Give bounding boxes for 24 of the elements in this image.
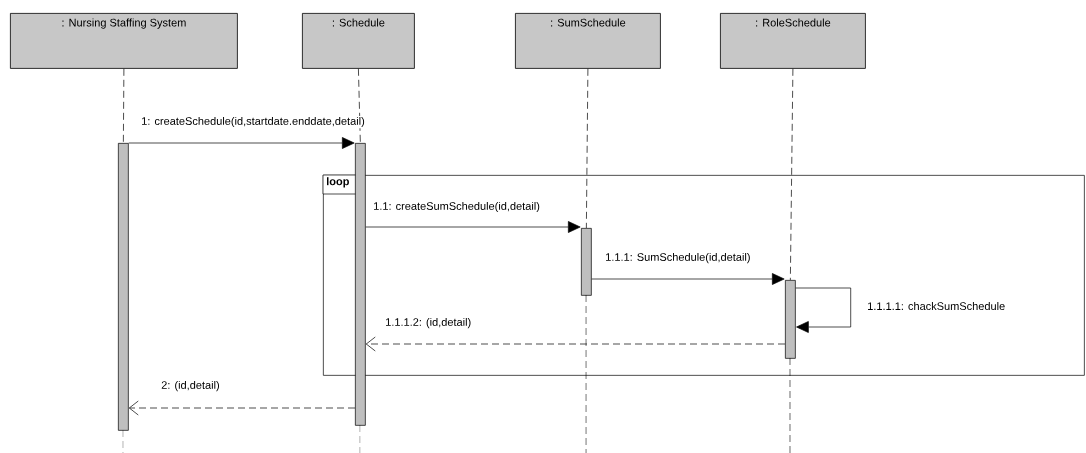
lifeline xyxy=(123,68,125,144)
return-arrow xyxy=(128,400,356,416)
lifeline xyxy=(358,68,361,144)
self-message-arrow xyxy=(795,287,852,333)
activation-bar xyxy=(355,143,366,426)
edge-label: 1.1.1.2: (id,detail) xyxy=(384,316,473,330)
return-arrow xyxy=(365,336,786,352)
lifeline-header-box: : Schedule xyxy=(302,13,415,69)
lifeline-header-box: : RoleSchedule xyxy=(720,13,866,69)
lifeline xyxy=(790,68,794,281)
message-arrow xyxy=(365,221,581,233)
message-arrow xyxy=(128,137,355,149)
lifeline-header-box: : SumSchedule xyxy=(515,13,661,69)
edge-label: 1.1.1: SumSchedule(id,detail) xyxy=(604,251,752,265)
edge-label: 2: (id,detail) xyxy=(160,379,221,393)
activation-bar xyxy=(118,143,129,431)
activation-bar xyxy=(785,280,796,359)
message-arrow xyxy=(591,273,785,285)
activation-bar xyxy=(581,228,592,296)
edge-label: 1.1.1.1: chackSumSchedule xyxy=(866,300,1007,312)
lifeline xyxy=(586,68,589,229)
lifeline-header-box: : Nursing Staffing System xyxy=(10,13,238,69)
edge-label: 1: createSchedule(id,startdate.enddate,detail) xyxy=(140,115,366,129)
edge-label: 1.1: createSumSchedule(id,detail) xyxy=(372,200,541,214)
